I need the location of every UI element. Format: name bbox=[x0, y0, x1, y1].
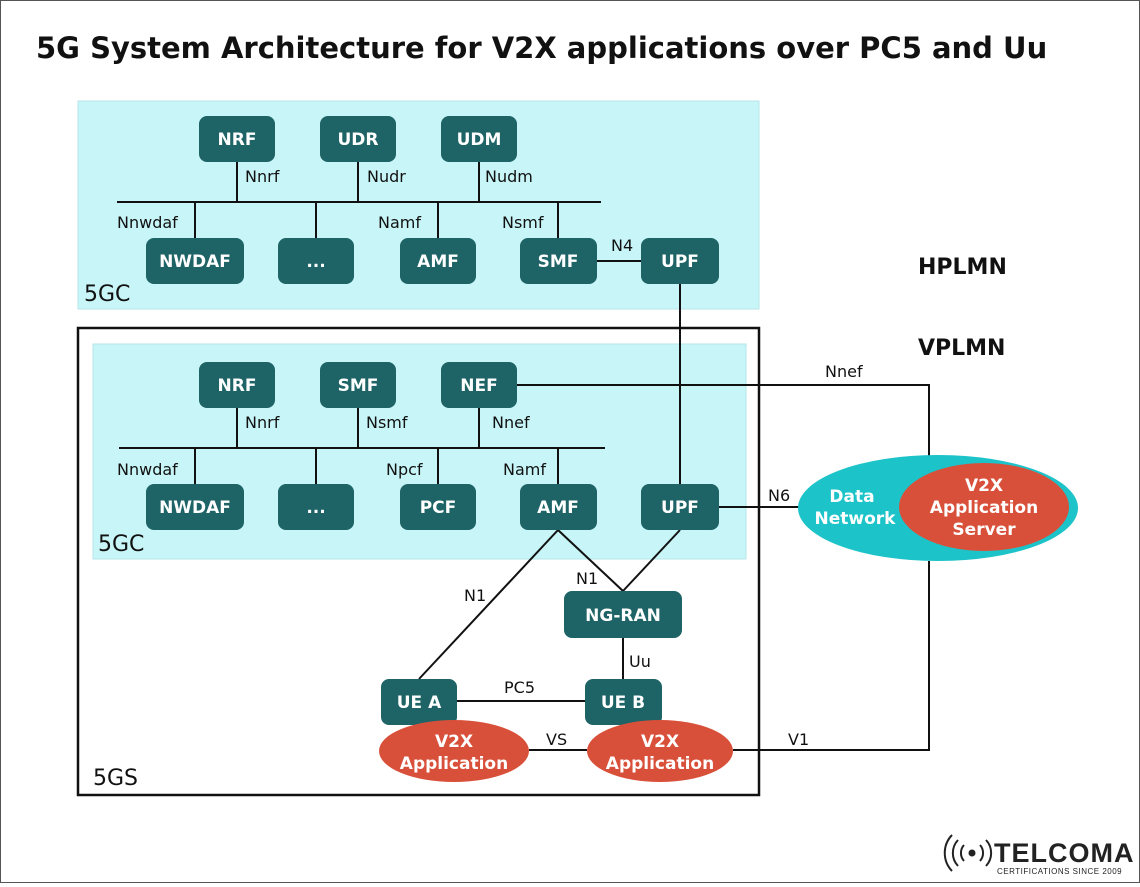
ue-a-app-line1: V2X bbox=[435, 732, 473, 752]
hplmn-udm-node: UDM bbox=[441, 116, 517, 162]
hplmn-upf-node: UPF bbox=[641, 238, 719, 284]
ue-a-v2x-application: V2X Application bbox=[379, 720, 529, 782]
vplmn-smf-label: SMF bbox=[338, 376, 379, 396]
hplmn-label: HPLMN bbox=[918, 255, 1007, 280]
vplmn-amf-label: AMF bbox=[537, 498, 579, 518]
pc5-label: PC5 bbox=[504, 678, 535, 697]
hplmn-smf-label: SMF bbox=[538, 252, 579, 272]
v1-label: V1 bbox=[788, 730, 809, 749]
nnef-link-label: Nnef bbox=[825, 362, 863, 381]
app-server-line2: Application bbox=[930, 498, 1038, 518]
vplmn-nef-label: NEF bbox=[460, 376, 497, 396]
vplmn-npcf-label: Npcf bbox=[386, 460, 423, 479]
hplmn-udr-node: UDR bbox=[320, 116, 396, 162]
ue-b-node: UE B bbox=[585, 679, 662, 725]
telcoma-logo: TELCOMA CERTIFICATIONS SINCE 2009 bbox=[943, 834, 1134, 876]
hplmn-nnwdaf-label: Nnwdaf bbox=[117, 213, 178, 232]
hplmn-nrf-node: NRF bbox=[199, 116, 275, 162]
ue-a-node: UE A bbox=[381, 679, 457, 725]
hplmn-nwdaf-label: NWDAF bbox=[159, 252, 231, 272]
hplmn-nrf-label: NRF bbox=[218, 130, 257, 150]
v1-link bbox=[733, 561, 930, 751]
hplmn-amf-label: AMF bbox=[417, 252, 459, 272]
hplmn-nwdaf-node: NWDAF bbox=[146, 238, 244, 284]
n1-ue-a-link bbox=[418, 529, 559, 680]
n1-ran-label: N1 bbox=[576, 569, 598, 588]
vplmn-nwdaf-label: NWDAF bbox=[159, 498, 231, 518]
vplmn-nnrf-label: Nnrf bbox=[245, 413, 280, 432]
5gs-label: 5GS bbox=[93, 766, 138, 791]
hplmn-nnrf-label: Nnrf bbox=[245, 167, 280, 186]
vplmn-label: VPLMN bbox=[918, 336, 1005, 361]
vplmn-dots-label: ... bbox=[306, 498, 325, 518]
vplmn-smf-node: SMF bbox=[320, 362, 396, 408]
n1-ran-link bbox=[557, 529, 624, 592]
5gs-boundary bbox=[76, 326, 761, 797]
hplmn-core-label: 5GC bbox=[84, 282, 130, 307]
hplmn-namf-label: Namf bbox=[378, 213, 421, 232]
n4-label: N4 bbox=[611, 236, 633, 255]
ue-b-app-line1: V2X bbox=[641, 732, 679, 752]
ue-b-v2x-application: V2X Application bbox=[587, 720, 733, 782]
page-title: 5G System Architecture for V2X applicati… bbox=[36, 31, 1047, 65]
vplmn-upf-label: UPF bbox=[661, 498, 699, 518]
vplmn-nrf-node: NRF bbox=[199, 362, 275, 408]
vplmn-nrf-label: NRF bbox=[218, 376, 257, 396]
hplmn-dots-node: ... bbox=[278, 238, 354, 284]
vplmn-upf-node: UPF bbox=[641, 484, 719, 530]
v2x-application-server: V2X Application Server bbox=[899, 463, 1069, 551]
vplmn-pcf-label: PCF bbox=[420, 498, 457, 518]
hplmn-udm-label: UDM bbox=[457, 130, 502, 150]
vplmn-nsmf-label: Nsmf bbox=[366, 413, 408, 432]
vplmn-namf-label: Namf bbox=[503, 460, 546, 479]
hplmn-smf-node: SMF bbox=[520, 238, 597, 284]
hplmn-nudm-label: Nudm bbox=[485, 167, 533, 186]
ue-b-label: UE B bbox=[601, 693, 645, 713]
ue-a-label: UE A bbox=[397, 693, 442, 713]
n3-ran-upf-link bbox=[622, 529, 681, 592]
n1-ue-a-label: N1 bbox=[464, 586, 486, 605]
logo-tagline: CERTIFICATIONS SINCE 2009 bbox=[997, 867, 1122, 876]
vplmn-core-label: 5GC bbox=[98, 532, 144, 557]
ue-b-app-line2: Application bbox=[606, 754, 714, 774]
data-network-line1: Data bbox=[829, 487, 874, 507]
vplmn-amf-node: AMF bbox=[520, 484, 597, 530]
ng-ran-node: NG-RAN bbox=[564, 591, 682, 638]
uu-label: Uu bbox=[629, 652, 651, 671]
vplmn-pcf-node: PCF bbox=[400, 484, 476, 530]
hplmn-dots-label: ... bbox=[306, 252, 325, 272]
vplmn-nef-node: NEF bbox=[441, 362, 517, 408]
vs-label: VS bbox=[546, 730, 567, 749]
ue-a-app-line2: Application bbox=[400, 754, 508, 774]
signal-icon bbox=[943, 834, 993, 872]
app-server-line1: V2X bbox=[965, 476, 1003, 496]
vplmn-nwdaf-node: NWDAF bbox=[146, 484, 244, 530]
hplmn-udr-label: UDR bbox=[337, 130, 378, 150]
hplmn-nudr-label: Nudr bbox=[367, 167, 406, 186]
data-network-line2: Network bbox=[815, 509, 897, 529]
hplmn-amf-node: AMF bbox=[400, 238, 476, 284]
vplmn-dots-node: ... bbox=[278, 484, 354, 530]
logo-name: TELCOMA bbox=[994, 838, 1134, 868]
n6-label: N6 bbox=[768, 486, 790, 505]
nnef-link bbox=[517, 384, 930, 464]
ng-ran-label: NG-RAN bbox=[585, 606, 661, 626]
hplmn-upf-label: UPF bbox=[661, 252, 699, 272]
app-server-line3: Server bbox=[952, 520, 1016, 540]
vplmn-nnwdaf-label: Nnwdaf bbox=[117, 460, 178, 479]
vplmn-nnef-label: Nnef bbox=[492, 413, 530, 432]
hplmn-nsmf-label: Nsmf bbox=[502, 213, 544, 232]
